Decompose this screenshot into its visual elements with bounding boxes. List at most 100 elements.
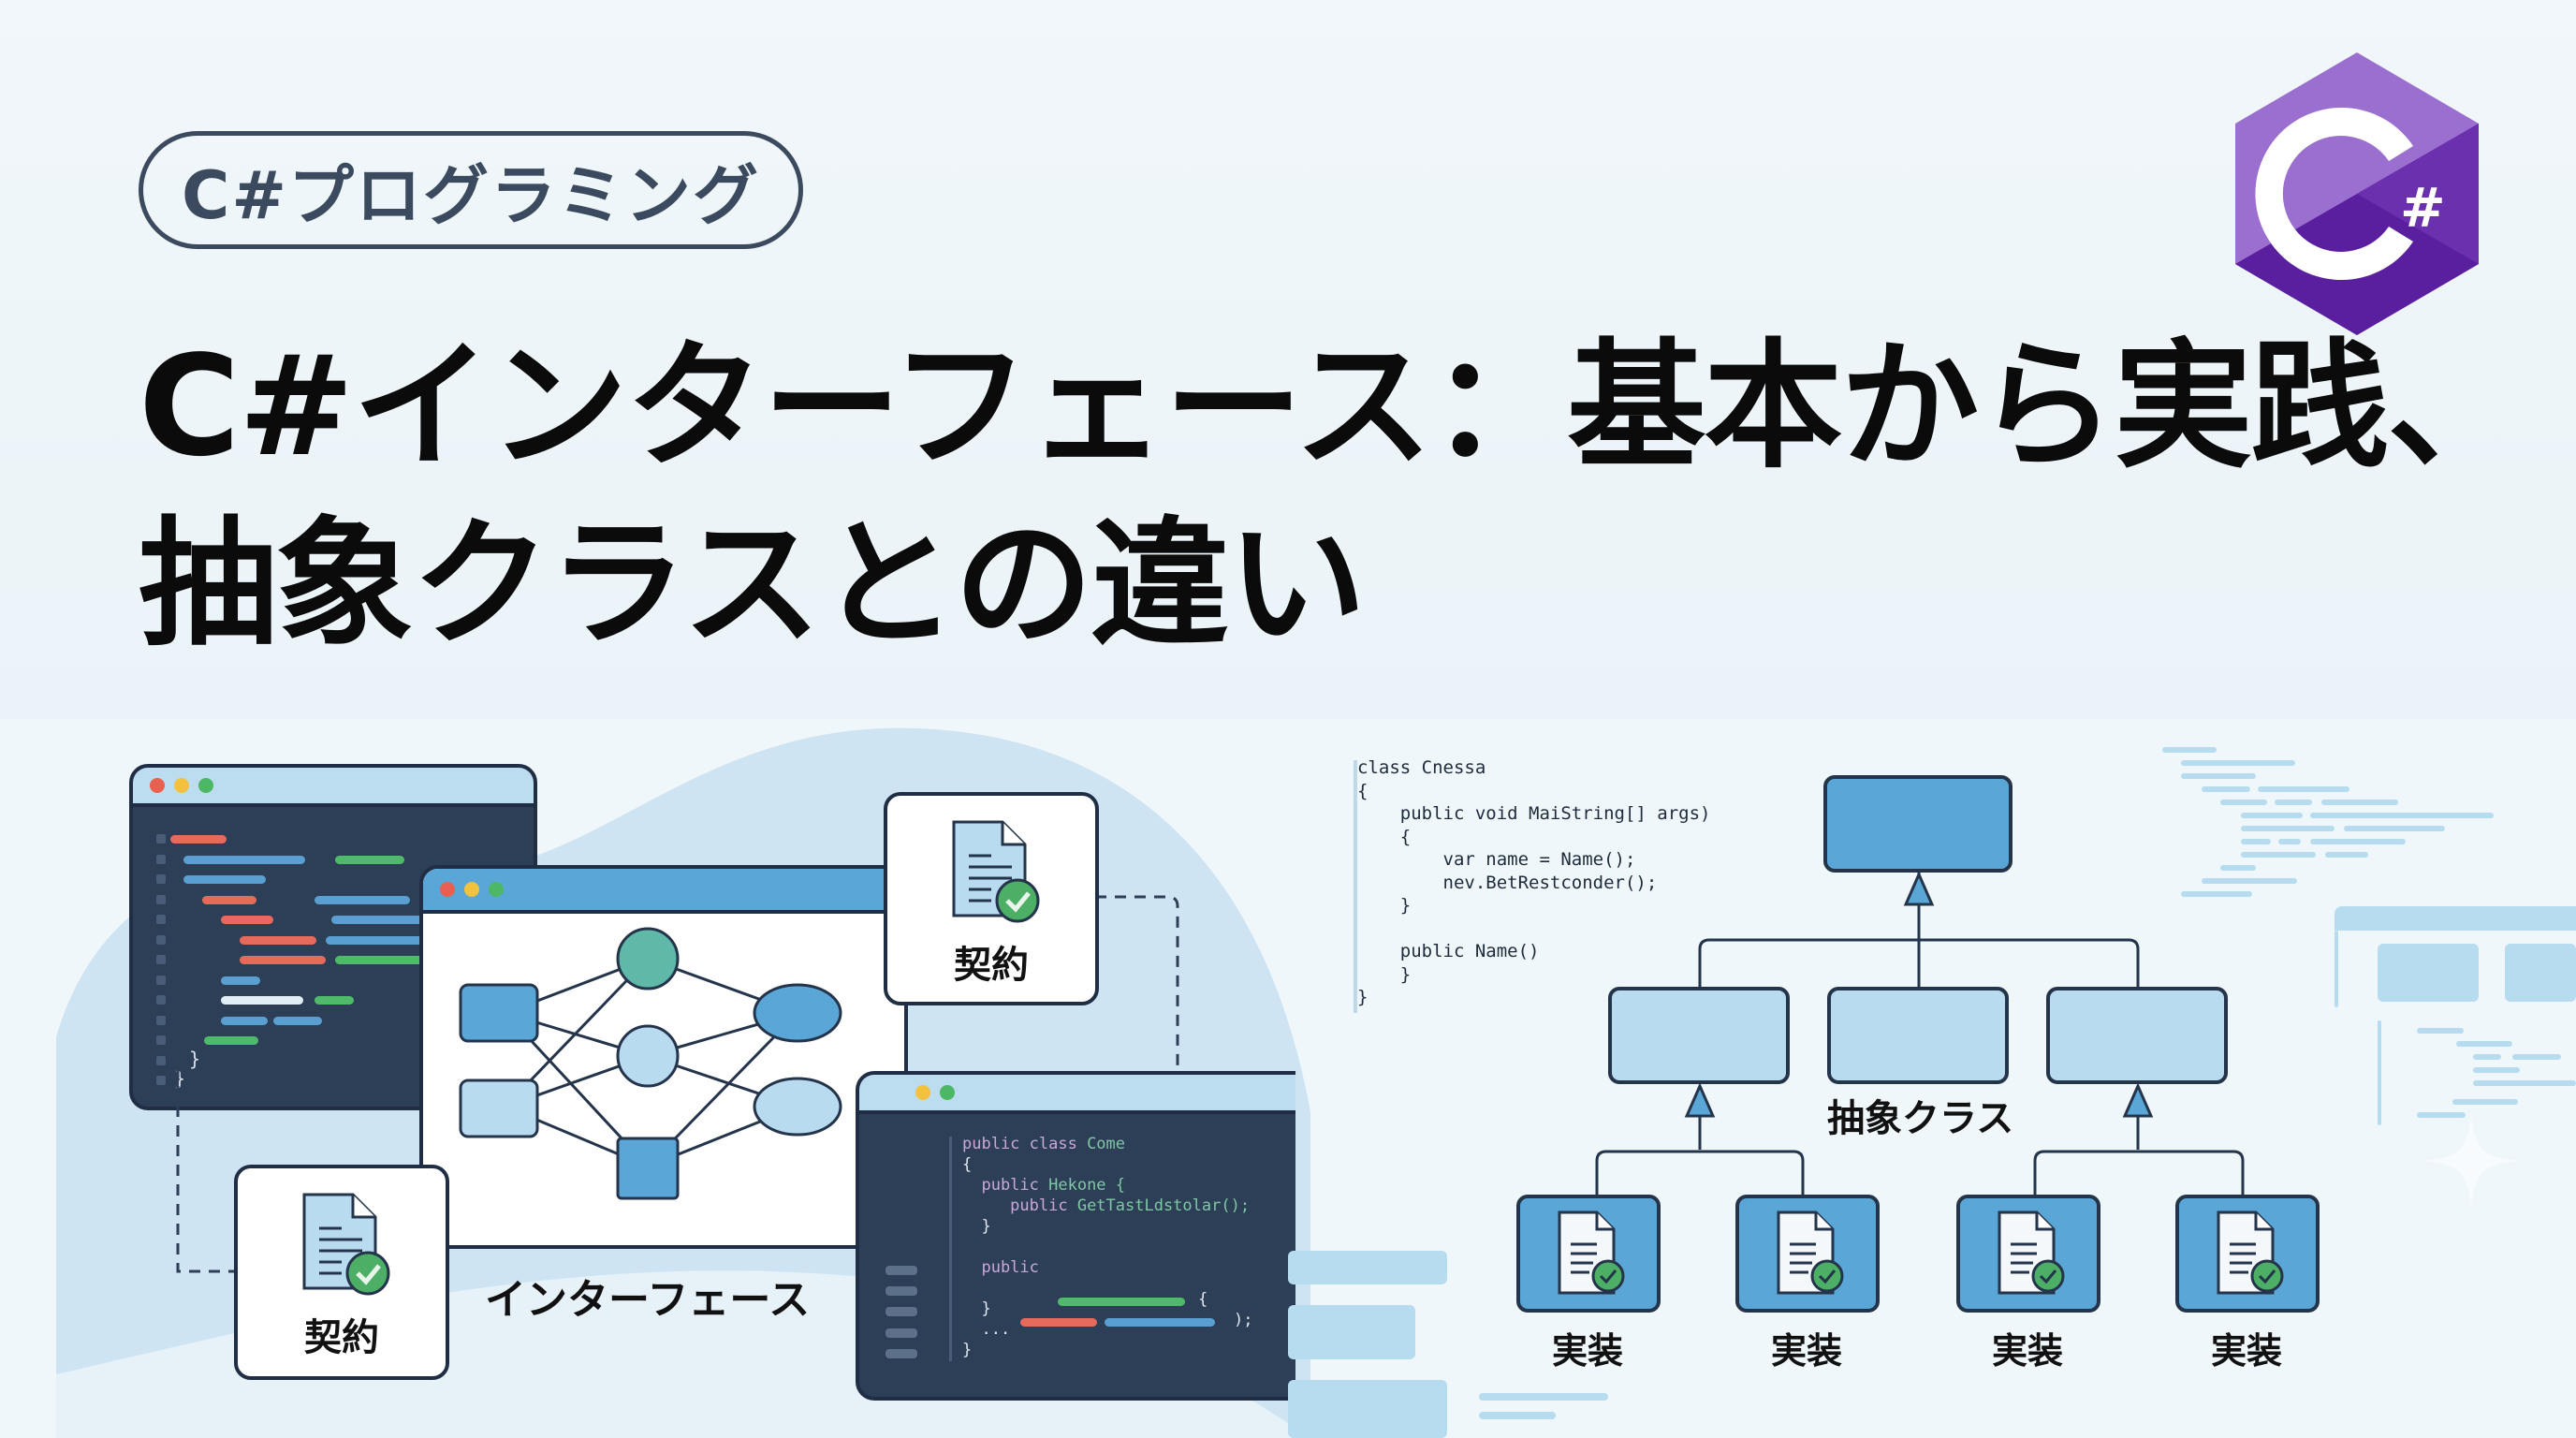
window-titlebar <box>859 1075 1295 1114</box>
sidebar-bar <box>886 1307 917 1316</box>
code-placeholder-bar <box>315 895 410 904</box>
hierarchy-connectors <box>1595 871 2245 1195</box>
code-placeholder-bar <box>335 956 438 964</box>
code-placeholder-bar <box>202 895 256 904</box>
node-circle <box>753 1077 842 1137</box>
code-placeholder-bar <box>1020 1318 1097 1327</box>
code-placeholder-bar <box>273 1016 322 1025</box>
code-line: public Name() <box>1357 941 1540 961</box>
code-line: } <box>962 1299 991 1318</box>
code-line: { <box>1357 780 1368 801</box>
node-circle <box>753 983 842 1043</box>
code-line: { <box>1357 826 1412 847</box>
node-square <box>616 1137 680 1200</box>
node-circle <box>616 1024 680 1088</box>
abstract-class-box <box>1827 987 2009 1084</box>
node-square <box>459 983 539 1043</box>
code-placeholder-bar <box>326 935 438 945</box>
code-placeholder-bar <box>315 996 354 1005</box>
line-number-marker <box>156 834 166 844</box>
sidebar-bar <box>886 1349 917 1358</box>
code-placeholder-bar <box>221 1016 268 1025</box>
document-check-icon <box>2217 1211 2284 1295</box>
ghost-code-lines <box>2153 745 2576 932</box>
logo-hash: # <box>2400 176 2446 240</box>
abstract-class-label: 抽象クラス <box>1827 1097 2014 1140</box>
maximize-dot-icon <box>489 882 504 897</box>
close-dot-icon <box>440 882 455 897</box>
line-number-marker <box>156 1035 166 1045</box>
window-titlebar <box>133 768 534 807</box>
line-number-marker <box>156 975 166 985</box>
close-dot-icon <box>150 778 165 793</box>
document-check-icon <box>952 820 1040 923</box>
line-number-marker <box>156 1055 166 1065</box>
code-placeholder-bar <box>221 976 260 985</box>
category-label: C#プログラミング <box>181 156 761 234</box>
category-badge: C#プログラミング <box>139 131 803 249</box>
code-placeholder-bar <box>331 916 425 924</box>
code-line: } <box>1357 987 1368 1007</box>
ghost-browser-window <box>2334 906 2576 1150</box>
sidebar-bar <box>886 1266 917 1275</box>
maximize-dot-icon <box>198 778 213 793</box>
code-placeholder-bar <box>335 855 404 864</box>
document-check-icon <box>302 1193 390 1296</box>
implementation-box <box>2175 1195 2320 1313</box>
code-sample: class Cnessa{ public void MaiString[] ar… <box>1357 756 1711 1009</box>
minimize-dot-icon <box>464 882 479 897</box>
document-check-icon <box>1777 1211 1844 1295</box>
inheritance-arrow-icon <box>2122 1082 2154 1118</box>
minimize-dot-icon <box>174 778 189 793</box>
implementation-label: 実装 <box>1771 1330 1843 1372</box>
code-semicolon: ); <box>1234 1311 1253 1329</box>
contract-card: 契約 <box>234 1165 449 1380</box>
line-number-marker <box>156 995 166 1005</box>
code-line: nev.BetRestconder(); <box>1357 872 1658 893</box>
line-number-marker <box>156 894 166 904</box>
line-number-marker <box>156 1015 166 1025</box>
node-graph <box>459 927 842 1200</box>
dashed-connectors <box>176 889 1179 1273</box>
code-line: } <box>962 1341 973 1359</box>
code-line: public <box>962 1258 1039 1277</box>
implementation-box <box>1735 1195 1880 1313</box>
code-placeholder-bar <box>1105 1318 1215 1327</box>
node-circle <box>616 927 680 990</box>
document-check-icon <box>1998 1211 2065 1295</box>
ghost-line <box>1479 1393 1608 1401</box>
contract-label: 契約 <box>954 944 1029 987</box>
implementation-label: 実装 <box>2211 1330 2283 1372</box>
interface-diagram-window <box>419 865 908 1249</box>
interface-box <box>1823 775 2012 873</box>
abstract-class-box <box>1608 987 1790 1084</box>
ghost-window <box>1288 1251 1447 1438</box>
code-placeholder-bar <box>183 875 266 884</box>
window-titlebar <box>423 869 904 914</box>
code-lines: }} <box>133 807 534 1107</box>
code-line: public void MaiString[] args) <box>1357 803 1711 824</box>
minimize-dot-icon <box>915 1085 930 1100</box>
code-line: } <box>1357 963 1412 985</box>
code-line: public Hekone { <box>962 1176 1126 1195</box>
code-brace: } <box>189 1047 201 1070</box>
page-title-line-1: C#インターフェース：基本から実践、 <box>139 326 2525 487</box>
line-number-marker <box>156 1076 166 1085</box>
code-placeholder-bar <box>1058 1298 1185 1306</box>
code-gutter-line <box>1354 760 1357 1013</box>
line-number-marker <box>156 915 166 924</box>
line-number-marker <box>156 854 166 864</box>
sparkle-icon <box>2424 1114 2518 1208</box>
code-line: var name = Name(); <box>1357 849 1636 870</box>
code-placeholder-bar <box>204 1036 258 1045</box>
code-placeholder-bar <box>170 835 227 844</box>
line-number-marker <box>156 955 166 964</box>
implementation-label: 実装 <box>1552 1330 1624 1372</box>
line-number-marker <box>156 934 166 945</box>
implementation-label: 実装 <box>1992 1330 2064 1372</box>
code-line: } <box>1357 895 1412 916</box>
maximize-dot-icon <box>940 1085 955 1100</box>
code-line: public class Come <box>962 1135 1126 1153</box>
code-line: } <box>962 1217 991 1236</box>
sidebar-bar <box>886 1286 917 1296</box>
